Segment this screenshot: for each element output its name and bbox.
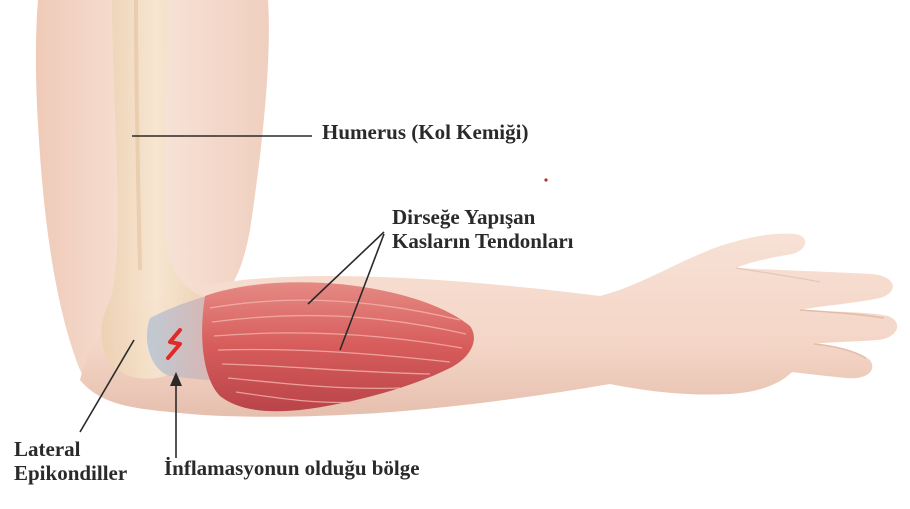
lateral-label-line2: Epikondiller [14,462,127,486]
inflammation-label: İnflamasyonun olduğu bölge [164,457,420,481]
tendons-label-line1: Dirseğe Yapışan [392,206,573,230]
lateral-label-line1: Lateral [14,438,127,462]
tendons-label-line2: Kasların Tendonları [392,230,573,254]
humerus-label: Humerus (Kol Kemiği) [322,121,528,145]
lateral-epicondyle-label: Lateral Epikondiller [14,438,127,485]
tendons-label: Dirseğe Yapışan Kasların Tendonları [392,206,573,253]
